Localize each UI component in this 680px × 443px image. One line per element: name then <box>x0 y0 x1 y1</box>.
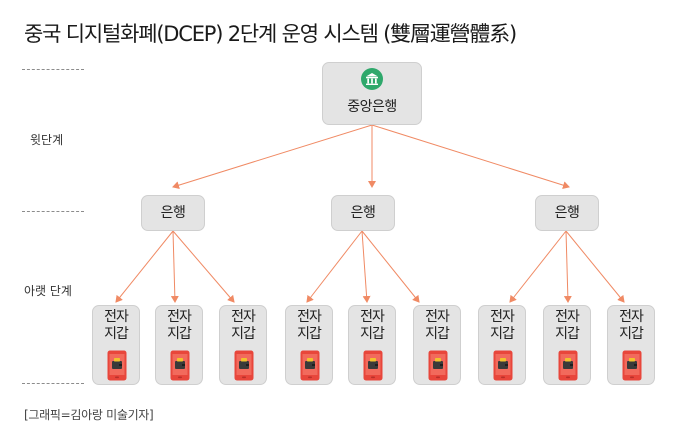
phone-wallet-icon <box>622 350 642 381</box>
bank-label: 은행 <box>350 205 376 221</box>
wallet-label-line1: 전자 <box>490 309 515 325</box>
level-label-upper: 윗단계 <box>30 133 64 147</box>
graphic-credit: [그래픽=김아랑 미술기자] <box>24 408 154 422</box>
central-bank-label: 중앙은행 <box>347 99 397 115</box>
phone-wallet-icon <box>300 350 320 381</box>
central-bank-node: 중앙은행 <box>322 62 422 125</box>
bank-node-3: 은행 <box>535 195 599 231</box>
wallet-label-line1: 전자 <box>231 309 256 325</box>
arrow-cb-to-bank-3 <box>371 124 570 190</box>
phone-wallet-icon <box>234 350 254 381</box>
wallet-label-line1: 전자 <box>360 309 385 325</box>
arrow-bank2-wallet4 <box>306 230 363 303</box>
wallet-label-line2: 지갑 <box>619 326 644 342</box>
phone-wallet-icon <box>493 350 513 381</box>
wallet-label-line2: 지갑 <box>104 326 129 342</box>
arrow-bank1-wallet3 <box>172 230 235 303</box>
wallet-label-line2: 지갑 <box>360 326 385 342</box>
wallet-label-line1: 전자 <box>425 309 450 325</box>
divider-middle <box>22 211 84 212</box>
level-label-lower: 아랫 단계 <box>24 284 72 298</box>
arrow-bank3-wallet9 <box>565 230 625 303</box>
diagram-title: 중국 디지털화폐(DCEP) 2단계 운영 시스템 (雙層運營體系) <box>24 22 517 46</box>
bank-building-icon <box>361 68 383 90</box>
wallet-label-line1: 전자 <box>619 309 644 325</box>
divider-bottom <box>22 383 84 384</box>
phone-wallet-icon <box>558 350 578 381</box>
wallet-label-line2: 지갑 <box>490 326 515 342</box>
wallet-label-line2: 지갑 <box>297 326 322 342</box>
bank-node-1: 은행 <box>141 195 205 231</box>
phone-wallet-icon <box>170 350 190 381</box>
arrow-bank2-wallet5 <box>361 230 371 303</box>
bank-label: 은행 <box>554 205 580 221</box>
arrow-bank3-wallet7 <box>509 230 567 303</box>
phone-wallet-icon <box>107 350 127 381</box>
wallet-label-line2: 지갑 <box>231 326 256 342</box>
phone-wallet-icon <box>363 350 383 381</box>
wallet-label-line1: 전자 <box>297 309 322 325</box>
bank-label: 은행 <box>160 205 186 221</box>
arrow-bank1-wallet1 <box>115 230 174 303</box>
wallet-label-line2: 지갑 <box>555 326 580 342</box>
divider-top <box>22 69 84 70</box>
arrow-bank1-wallet2 <box>170 230 179 303</box>
wallet-label-line1: 전자 <box>167 309 192 325</box>
wallet-label-line1: 전자 <box>555 309 580 325</box>
wallet-label-line1: 전자 <box>104 309 129 325</box>
bank-node-2: 은행 <box>331 195 395 231</box>
arrow-cb-to-bank-1 <box>172 124 373 190</box>
arrow-bank3-wallet8 <box>563 230 572 303</box>
arrow-bank2-wallet6 <box>361 230 420 303</box>
phone-wallet-icon <box>428 350 448 381</box>
wallet-label-line2: 지갑 <box>167 326 192 342</box>
wallet-label-line2: 지갑 <box>425 326 450 342</box>
